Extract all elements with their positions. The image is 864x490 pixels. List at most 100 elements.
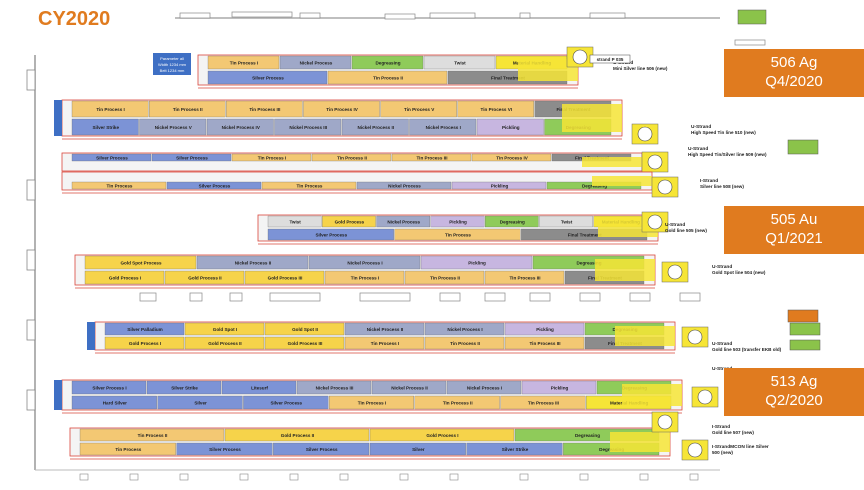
line-507-bottom-segment: [79, 442, 176, 456]
legend-text: Parameter all: [160, 56, 184, 61]
line-510-bottom-segment-label: Nickel Process I: [426, 125, 461, 130]
line-sublabel-507: Gold line 507 (new): [712, 430, 754, 435]
window-bottom: [179, 473, 189, 481]
line-503-top-segment: [184, 322, 265, 336]
line-513-bottom-segment-label: Tin Process III: [528, 401, 559, 406]
line-510-bottom-segment-label: Nickel Process V: [155, 125, 193, 130]
line-513-top-segment: [221, 380, 297, 395]
line-513-bottom-segment-label: Silver: [194, 401, 207, 406]
line-510-bottom-segment-label: Pickling: [502, 125, 520, 130]
line-503-bottom-segment: [184, 336, 265, 350]
line-507-top-segment: [79, 428, 225, 442]
line-508-bottom-segment-label: Silver Process: [199, 184, 231, 189]
line-513-top-segment-label: Silver Process I: [92, 386, 126, 391]
line-506-top-segment: [207, 55, 280, 70]
line-513-bottom-segment: [71, 395, 157, 410]
line-503-top-segment-label: Gold Spot I: [213, 327, 238, 332]
window-mid: [359, 292, 411, 302]
line-510-top-segment: [71, 100, 149, 118]
line-sublabel-508: Silver line 508 (new): [700, 184, 744, 189]
line-505-top-segment: [430, 215, 485, 228]
line-507-bottom-segment: [466, 442, 563, 456]
line-sublabel-505: Gold line 505 (new): [665, 228, 707, 233]
equipment-box: [789, 322, 821, 336]
line-506-bottom-segment-label: Final Treatment: [491, 76, 525, 81]
line-504-bottom-segment-label: Gold Process I: [109, 276, 141, 281]
line-510-bottom-segment: [409, 118, 477, 136]
line-505-top-segment: [322, 215, 376, 228]
line-506-top-segment: [351, 55, 424, 70]
line-506-top-segment-label: Degreasing: [375, 61, 400, 66]
line-506-bottom-segment: [207, 70, 328, 85]
equipment-box: [789, 339, 821, 351]
line-504-top-segment: [84, 255, 197, 270]
material-handling-509: [582, 157, 642, 167]
line-503-top-segment-label: Nickel Process I: [447, 327, 482, 332]
line-label-513: U-Strand: [712, 366, 732, 372]
material-handling-506: [518, 59, 578, 81]
line-503-bottom-segment: [504, 336, 585, 350]
window-mid: [269, 292, 321, 302]
callout-505: 505 Au Q1/2021: [724, 206, 864, 254]
line-sublabel-500: 500 (new): [712, 450, 733, 455]
line-504-bottom-segment: [244, 270, 325, 285]
window-mid: [139, 292, 157, 302]
line-510-top-segment-label: Tin Process II: [173, 107, 203, 112]
pillar: [26, 389, 36, 411]
line-504-top-segment-label: Nickel Process I: [347, 261, 382, 266]
line-505-bottom-segment-label: Final Treatment: [568, 233, 602, 238]
line-503-top-segment-label: Nickel Process II: [367, 327, 404, 332]
line-505-top-segment: [484, 215, 539, 228]
line-505-top-segment-label: Degreasing: [500, 220, 525, 225]
line-505-top-segment-label: Twist: [289, 220, 301, 225]
material-handling-510: [562, 104, 622, 132]
line-513-bottom-segment: [500, 395, 586, 410]
line-513-top-segment: [446, 380, 522, 395]
line-504-bottom-segment-label: Gold Process III: [268, 276, 303, 281]
window-top: [589, 12, 626, 19]
line-507-bottom-segment-label: Silver: [412, 447, 425, 452]
window-top: [231, 11, 293, 18]
line-510-top-segment: [303, 100, 380, 118]
line-509-top-segment-label: Silver Process: [176, 156, 208, 161]
line-504-bottom-segment: [324, 270, 405, 285]
window-bottom: [339, 473, 349, 481]
line-513-bottom-segment-label: Tin Process I: [358, 401, 387, 406]
pillar: [26, 179, 36, 201]
line-504-bottom-segment-label: Tin Process II: [430, 276, 460, 281]
line-507-bottom-segment: [273, 442, 370, 456]
line-508-bottom-segment: [261, 181, 357, 190]
line-label-504: U-Strand: [712, 264, 732, 270]
line-503-top-segment: [104, 322, 185, 336]
reel-icon: [637, 126, 653, 142]
line-513-top-segment-label: Nickel Process II: [391, 386, 428, 391]
window-mid: [484, 292, 506, 302]
window-bottom: [79, 473, 89, 481]
callout-505-line: 505 Au: [770, 211, 818, 228]
line-510-top-segment: [148, 100, 226, 118]
line-513-bottom-segment-label: Hard Silver: [103, 401, 127, 406]
window-bottom: [399, 473, 409, 481]
line-505-top-segment-label: Pickling: [449, 220, 467, 225]
line-sublabel-510: High Speed Tin line 510 (new): [691, 130, 756, 135]
callout-506: 506 Ag Q4/2020: [724, 49, 864, 97]
line-sublabel-503: Gold line 503 (transfer EKB old): [712, 347, 782, 352]
line-505-bottom-segment-label: Tin Process: [445, 233, 471, 238]
reel-icon: [697, 389, 713, 405]
line-505-bottom-segment-label: Silver Process: [315, 233, 347, 238]
callout-513-line: 513 Ag: [770, 373, 818, 390]
line-508-bottom-segment: [356, 181, 452, 190]
line-505-top-segment-label: Nickel Process: [387, 220, 420, 225]
line-510-bottom-segment: [274, 118, 342, 136]
equipment-box: [737, 9, 767, 25]
line-513-bottom-segment: [157, 395, 243, 410]
line-506-top-segment: [423, 55, 496, 70]
line-510-bottom-segment-label: Silver Strike: [92, 125, 119, 130]
line-503-bottom-segment: [264, 336, 345, 350]
material-handling-507: [610, 432, 670, 452]
window-bottom: [579, 473, 589, 481]
line-513-top-segment: [146, 380, 222, 395]
line-504-top-segment-label: Nickel Process II: [235, 261, 272, 266]
line-510-bottom-segment-label: Nickel Process IV: [222, 125, 261, 130]
